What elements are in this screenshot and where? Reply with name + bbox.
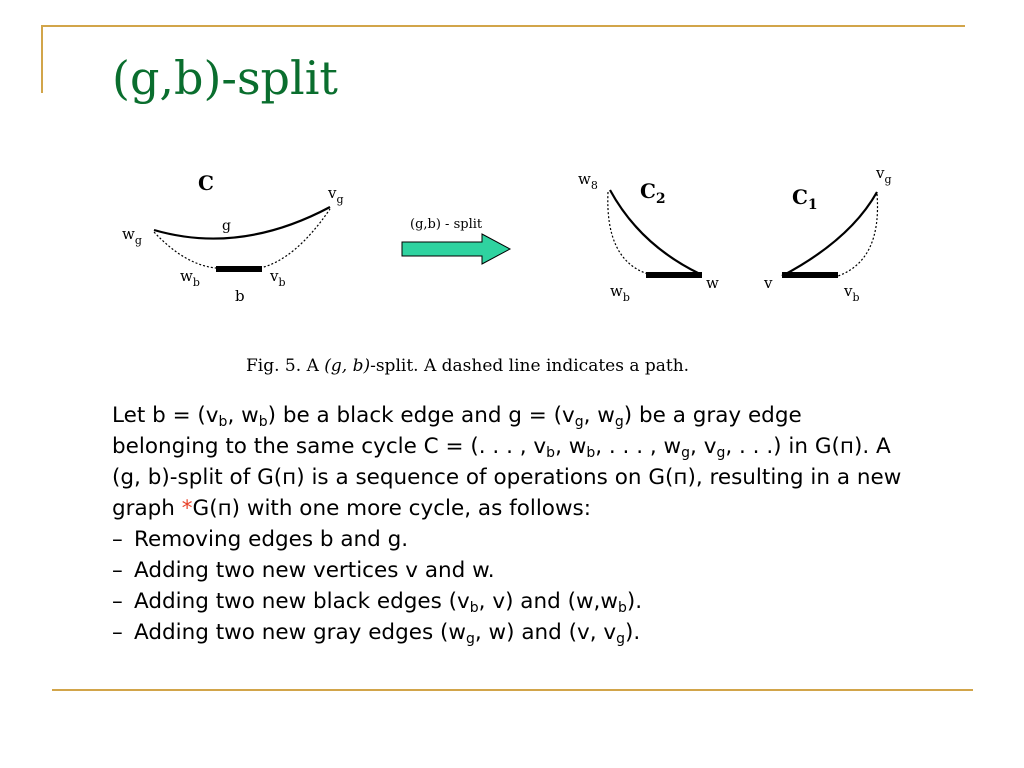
list-item: –Adding two new black edges (vb, v) and … (112, 589, 643, 616)
label-vb: vb (269, 267, 286, 289)
intro-paragraph: Let b = (vb, wb) be a black edge and g =… (112, 403, 902, 521)
black-edge-w-wb (646, 272, 702, 278)
arrow-label: (g,b) - split (410, 217, 483, 232)
figure-caption: Fig. 5. A (g, b)-split. A dashed line in… (246, 356, 689, 376)
path-vg-vb (837, 193, 879, 277)
label-vg: vg (327, 184, 344, 206)
gray-edge-wg-w (609, 189, 701, 275)
list-item: –Adding two new vertices v and w. (112, 558, 495, 583)
label-wg: wg (122, 225, 142, 247)
accent-rule-bottom (52, 689, 973, 691)
caption-a: A (306, 356, 319, 376)
label-wb-right: wb (610, 282, 630, 304)
arrow-icon (401, 233, 512, 265)
gb-split-figure: C vg wg g wb vb b (g,b) - split w8 C2 wb… (122, 170, 719, 305)
label-v: v (763, 274, 773, 292)
caption-gb: (g, b) (324, 356, 371, 376)
accent-rule-top (41, 25, 965, 27)
path-vb-vg (259, 208, 331, 269)
list-item: –Removing edges b and g. (112, 527, 409, 552)
caption-rest: -split. A dashed line indicates a path. (370, 356, 690, 376)
cycle-c1-svg: C1 vg v vb (763, 164, 892, 304)
gray-edge-g (153, 206, 331, 240)
c2-label: C2 (640, 179, 666, 207)
path-w8-wb (607, 191, 649, 275)
label-b: b (235, 287, 245, 305)
cycle-c-label: C (198, 171, 214, 195)
split-arrow: (g,b) - split (401, 217, 512, 265)
list-item: –Adding two new gray edges (wg, w) and (… (112, 620, 641, 647)
black-edge-vb-v (782, 272, 838, 278)
asterisk-marker: * (181, 496, 193, 521)
caption-fig: Fig. 5. (246, 356, 302, 376)
label-w: w (706, 274, 719, 292)
label-vg-right: vg (875, 164, 892, 186)
cycle-c-diagram: C vg wg g wb vb b (122, 171, 344, 305)
black-edge-b (216, 266, 262, 272)
cycle-c2-diagram: w8 C2 wb w (578, 170, 719, 304)
label-vb-right: vb (843, 282, 860, 304)
label-g: g (222, 218, 231, 234)
label-wb: wb (180, 267, 200, 289)
slide-body: Let b = (vb, wb) be a black edge and g =… (112, 400, 912, 648)
gray-edge-v-vg (781, 191, 878, 277)
accent-rule-vertical (41, 25, 43, 93)
label-w8: w8 (578, 170, 598, 192)
c1-label: C1 (792, 185, 818, 213)
path-wg-wb (153, 231, 217, 269)
slide-title: (g,b)-split (112, 51, 338, 105)
